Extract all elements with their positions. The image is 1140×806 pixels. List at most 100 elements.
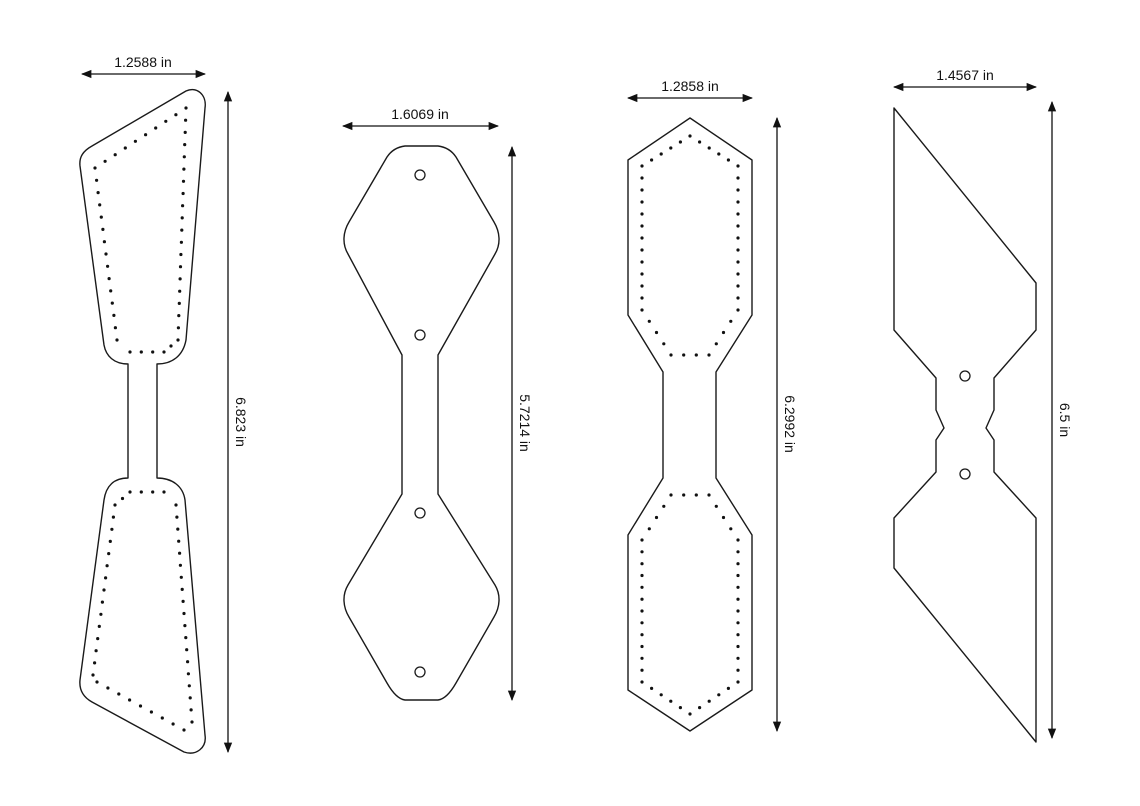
pattern-3-stitch-dot	[640, 224, 644, 228]
pattern-1-stitch-dot	[164, 119, 168, 123]
pattern-1-stitch-dot	[190, 720, 194, 724]
pattern-3-outline	[627, 117, 753, 732]
pattern-1-stitch-dot	[112, 313, 116, 317]
pattern-3-stitch-dot	[707, 146, 711, 150]
pattern-3-stitch-dot	[714, 342, 718, 346]
pattern-1-stitch-dot	[178, 563, 182, 567]
pattern-1-stitch-dot	[171, 722, 175, 726]
pattern-1-stitch-dot	[162, 490, 166, 494]
pattern-1-stitch-dot	[93, 166, 97, 170]
pattern-3-stitch-dot	[647, 527, 651, 531]
pattern-3-stitch-dot	[736, 272, 740, 276]
pattern-1-stitch-dot	[180, 228, 184, 232]
pattern-3-stitch-dot	[659, 152, 663, 156]
pattern-3-stitch-dot	[736, 284, 740, 288]
pattern-3-stitch-dot	[694, 493, 698, 497]
pattern-1-stitch-dot	[115, 338, 119, 342]
pattern-1-stitch-dot	[183, 143, 187, 147]
pattern-1-stitch-dot	[139, 490, 143, 494]
pattern-3-stitch-dot	[736, 188, 740, 192]
pattern-3-stitch-dot	[726, 158, 731, 162]
pattern-4-outline	[893, 107, 1037, 743]
pattern-3-stitch-dot	[640, 597, 644, 601]
pattern-3-stitch-dot	[640, 176, 644, 180]
pattern-3-stitch-dot	[650, 686, 654, 691]
pattern-1-stitch-dot	[186, 660, 190, 664]
pattern-3-stitch-dot	[640, 633, 644, 637]
pattern-3-stitch-dot	[736, 585, 740, 589]
pattern-3-stitch-dot	[640, 562, 644, 566]
pattern-3-stitch-dot	[698, 140, 702, 144]
pattern-1-stitch-dot	[178, 265, 183, 269]
pattern-3-stitch-dot	[640, 680, 644, 684]
pattern-3-stitch-dot	[654, 330, 659, 335]
pattern-1-stitch-dot	[128, 350, 132, 354]
pattern-1-stitch-dot	[181, 191, 185, 196]
pattern-2-hole-4	[414, 666, 426, 678]
pattern-3-stitch-dot	[650, 158, 654, 162]
pattern-1-stitch-dot	[186, 672, 190, 676]
pattern-3-stitch-dot	[717, 693, 721, 697]
pattern-1-stitch-dot	[95, 680, 99, 684]
pattern-1-stitch-dot	[101, 227, 105, 231]
pattern-3-stitch-dot	[640, 236, 644, 240]
pattern-1-stitch-dot	[179, 575, 183, 579]
pattern-1-stitch-dot	[93, 661, 97, 665]
pattern-3-width-label: 1.2858 in	[661, 78, 719, 94]
pattern-1-stitch-dot	[128, 490, 132, 494]
pattern-3-stitch-dot	[736, 164, 740, 168]
pattern-3-stitch-dot	[662, 504, 666, 508]
pattern-3-stitch-dot	[640, 550, 644, 554]
pattern-3-stitch-dot	[682, 353, 686, 357]
pattern-1-stitch-dot	[102, 588, 106, 592]
pattern-3-stitch-dot	[640, 248, 644, 252]
pattern-3-stitch-dot	[717, 152, 721, 156]
pattern-3-stitch-dot	[736, 573, 740, 578]
pattern-1-stitch-dot	[99, 215, 103, 219]
pattern-4-hole-2	[959, 468, 971, 480]
pattern-1-stitch-dot	[109, 289, 113, 293]
pattern-3-stitch-dot	[707, 493, 711, 497]
pattern-1-stitch-dot	[95, 178, 99, 182]
pattern-3-stitch-dot	[736, 212, 740, 216]
pattern-3-stitch-dot	[736, 550, 740, 554]
pattern-1-stitch-dot	[106, 264, 110, 268]
pattern-3-stitch-dot	[640, 212, 644, 216]
pattern-3-stitch-dot	[736, 236, 740, 240]
pattern-1-stitch-dot	[177, 301, 181, 305]
pattern-2: 1.6069 in 5.7214 in	[341, 106, 533, 702]
pattern-3-stitch-dot	[736, 680, 740, 684]
pattern-3-stitch-dot	[729, 319, 733, 323]
pattern-1-stitch-dot	[181, 599, 185, 604]
pattern-1-stitch-dot	[169, 344, 173, 348]
pattern-1-stitch-dot	[144, 133, 148, 137]
pattern-2-hole-1	[414, 169, 426, 181]
pattern-1-stitch-dot	[120, 496, 125, 501]
pattern-1-stitch-dot	[181, 179, 186, 183]
pattern-1-stitch-dot	[180, 587, 184, 592]
pattern-1-stitch-dot	[174, 113, 178, 117]
pattern-1-width-label: 1.2588 in	[114, 54, 172, 70]
pattern-1-stitch-dot	[97, 624, 101, 629]
pattern-2-height-label: 5.7214 in	[517, 394, 533, 452]
pattern-1-stitch-dot	[113, 153, 117, 157]
pattern-1-stitch-dot	[123, 146, 127, 150]
pattern-1-stitch-dot	[102, 240, 106, 244]
pattern-3-stitch-dot	[640, 188, 644, 192]
pattern-3-stitch-dot	[669, 493, 673, 497]
pattern-1-stitch-dot	[113, 503, 117, 507]
pattern-3-stitch-dot	[640, 296, 644, 300]
pattern-3-stitch-dot	[654, 515, 659, 520]
pattern-3-stitch-dot	[678, 140, 683, 144]
pattern-1-stitch-dot	[107, 277, 111, 281]
pattern-1-stitch-dot	[182, 728, 186, 732]
pattern-1-stitch-dot	[177, 539, 181, 543]
pattern-3-stitch-dot	[669, 353, 673, 357]
pattern-3-stitch-dot	[721, 330, 726, 335]
pattern-3-stitch-dot	[736, 538, 740, 542]
pattern-1-stitch-dot	[154, 126, 158, 130]
pattern-1-stitch-dot	[180, 216, 184, 220]
pattern-3-stitch-dot	[682, 493, 686, 497]
pattern-1-stitch-holes	[91, 106, 194, 732]
